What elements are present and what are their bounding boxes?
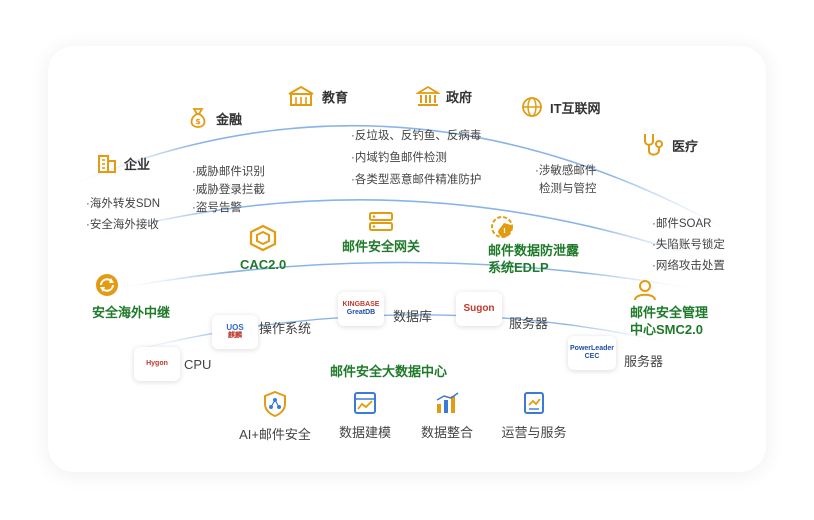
note-item: ·失陷账号锁定 — [652, 239, 725, 251]
product-edlp-line1: 邮件数据防泄露 — [488, 243, 580, 258]
svg-text:$: $ — [195, 117, 201, 126]
industry-education-label: 教育 — [322, 89, 349, 105]
svg-text:!: ! — [503, 227, 506, 235]
product-relay-label: 安全海外中继 — [92, 305, 171, 320]
data-shield-icon: ! — [491, 216, 513, 238]
product-smc-line1: 邮件安全管理 — [630, 305, 709, 320]
inner-arc — [109, 261, 701, 291]
industry-government-label: 政府 — [446, 89, 473, 105]
product-cac: CAC2.0 — [240, 224, 286, 273]
money-bag-icon: $ — [190, 108, 206, 128]
note-item: ·网络攻击处置 — [652, 260, 725, 272]
school-icon — [288, 85, 314, 106]
industry-enterprise: 企业 — [96, 152, 150, 174]
data-center-item-label: AI+邮件安全 — [239, 427, 311, 442]
operations-doc-icon — [524, 392, 544, 414]
database-label: 数据库 — [393, 309, 433, 324]
os-logo-sub: 麒麟 — [228, 332, 242, 339]
note-item: ·各类型恶意邮件精准防护 — [351, 174, 482, 186]
cpu-logo: Hygon — [134, 347, 180, 381]
server1-logo: Sugon — [456, 292, 502, 326]
modeling-chart-icon — [354, 392, 376, 414]
product-gateway: 邮件安全网关 — [342, 210, 420, 255]
server1-logo-text: Sugon — [463, 303, 495, 314]
note-item: 检测与管控 — [539, 183, 597, 195]
product-edlp-line2: 系统EDLP — [488, 260, 549, 275]
note-item: ·涉敏感邮件 — [535, 165, 597, 177]
product-relay: 安全海外中继 — [92, 272, 170, 321]
os-logo: UOS 麒麟 — [212, 315, 258, 349]
data-center-item-operations: 运营与服务 — [494, 390, 574, 441]
notes-left: ·海外转发SDN ·安全海外接收 — [86, 194, 160, 236]
notes-center-left: ·威胁邮件识别 ·威胁登录拦截 ·盗号告警 — [192, 163, 265, 217]
server2-logo-bottom: CEC — [584, 353, 600, 360]
relay-refresh-icon — [96, 274, 118, 296]
base-arc — [114, 314, 681, 356]
data-center-item-label: 运营与服务 — [501, 425, 567, 440]
hexagon-icon — [250, 224, 277, 252]
note-item: ·内域钓鱼邮件检测 — [351, 152, 447, 164]
database-logo-bottom: GreatDB — [346, 309, 376, 316]
data-center-item-integration: 数据整合 — [412, 390, 482, 441]
note-item: ·盗号告警 — [192, 202, 242, 214]
server2-label: 服务器 — [624, 354, 664, 369]
os-logo-text: UOS — [226, 323, 244, 332]
government-building-icon — [416, 85, 440, 106]
product-smc-line2: 中心SMC2.0 — [630, 322, 703, 337]
industry-medical-label: 医疗 — [672, 138, 699, 154]
industry-medical: 医疗 — [640, 131, 698, 159]
industry-enterprise-label: 企业 — [124, 156, 151, 172]
note-item: ·威胁邮件识别 — [192, 166, 265, 178]
bar-chart-icon — [436, 392, 459, 413]
data-center-item-label: 数据整合 — [420, 425, 473, 440]
server2-logo: PowerLeader CEC — [568, 336, 616, 370]
cpu-logo-text: Hygon — [146, 360, 168, 367]
middle-arc — [87, 199, 721, 266]
globe-icon — [522, 97, 542, 117]
database-logo: KINGBASE GreatDB — [338, 292, 384, 326]
data-center-title-text: 邮件安全大数据中心 — [330, 364, 448, 379]
data-center-item-label: 数据建模 — [338, 425, 391, 440]
database-logo-top: KINGBASE — [342, 301, 380, 308]
product-gateway-label: 邮件安全网关 — [342, 239, 421, 254]
ai-shield-icon — [264, 390, 286, 418]
server2-logo-top: PowerLeader — [570, 345, 614, 352]
server1-label: 服务器 — [509, 316, 549, 331]
industry-finance-label: 金融 — [216, 111, 243, 127]
os-label: 操作系统 — [259, 321, 312, 336]
data-center-item-ai: AI+邮件安全 — [230, 390, 320, 443]
outer-arc — [59, 124, 746, 241]
product-edlp: ! 邮件数据防泄露 系统EDLP — [488, 214, 579, 276]
user-manage-icon — [634, 280, 656, 301]
industry-finance: $ 金融 — [186, 106, 242, 130]
data-center-title: 邮件安全大数据中心 — [330, 361, 447, 380]
notes-center: ·反垃圾、反钓鱼、反病毒 ·内域钓鱼邮件检测 ·各类型恶意邮件精准防护 — [351, 125, 481, 191]
product-cac-label: CAC2.0 — [240, 257, 287, 272]
diagram-card — [48, 46, 766, 472]
industry-it-label: IT互联网 — [550, 100, 601, 116]
industry-government: 政府 — [416, 84, 472, 108]
notes-right: ·邮件SOAR ·失陷账号锁定 ·网络攻击处置 — [652, 214, 725, 277]
stethoscope-icon — [644, 134, 663, 156]
notes-center-right: ·涉敏感邮件 检测与管控 — [535, 162, 597, 198]
note-item: ·反垃圾、反钓鱼、反病毒 — [351, 130, 482, 142]
industry-it: IT互联网 — [520, 95, 601, 119]
note-item: ·威胁登录拦截 — [192, 184, 265, 196]
note-item: ·邮件SOAR — [652, 218, 712, 230]
industry-education: 教育 — [286, 84, 348, 108]
server-gateway-icon — [369, 212, 393, 231]
data-center-item-modeling: 数据建模 — [330, 390, 400, 441]
product-smc: 邮件安全管理 中心SMC2.0 — [630, 278, 708, 338]
note-item: ·安全海外接收 — [86, 219, 159, 231]
building-icon — [98, 155, 116, 173]
note-item: ·海外转发SDN — [86, 198, 161, 210]
cpu-label: CPU — [184, 357, 212, 372]
